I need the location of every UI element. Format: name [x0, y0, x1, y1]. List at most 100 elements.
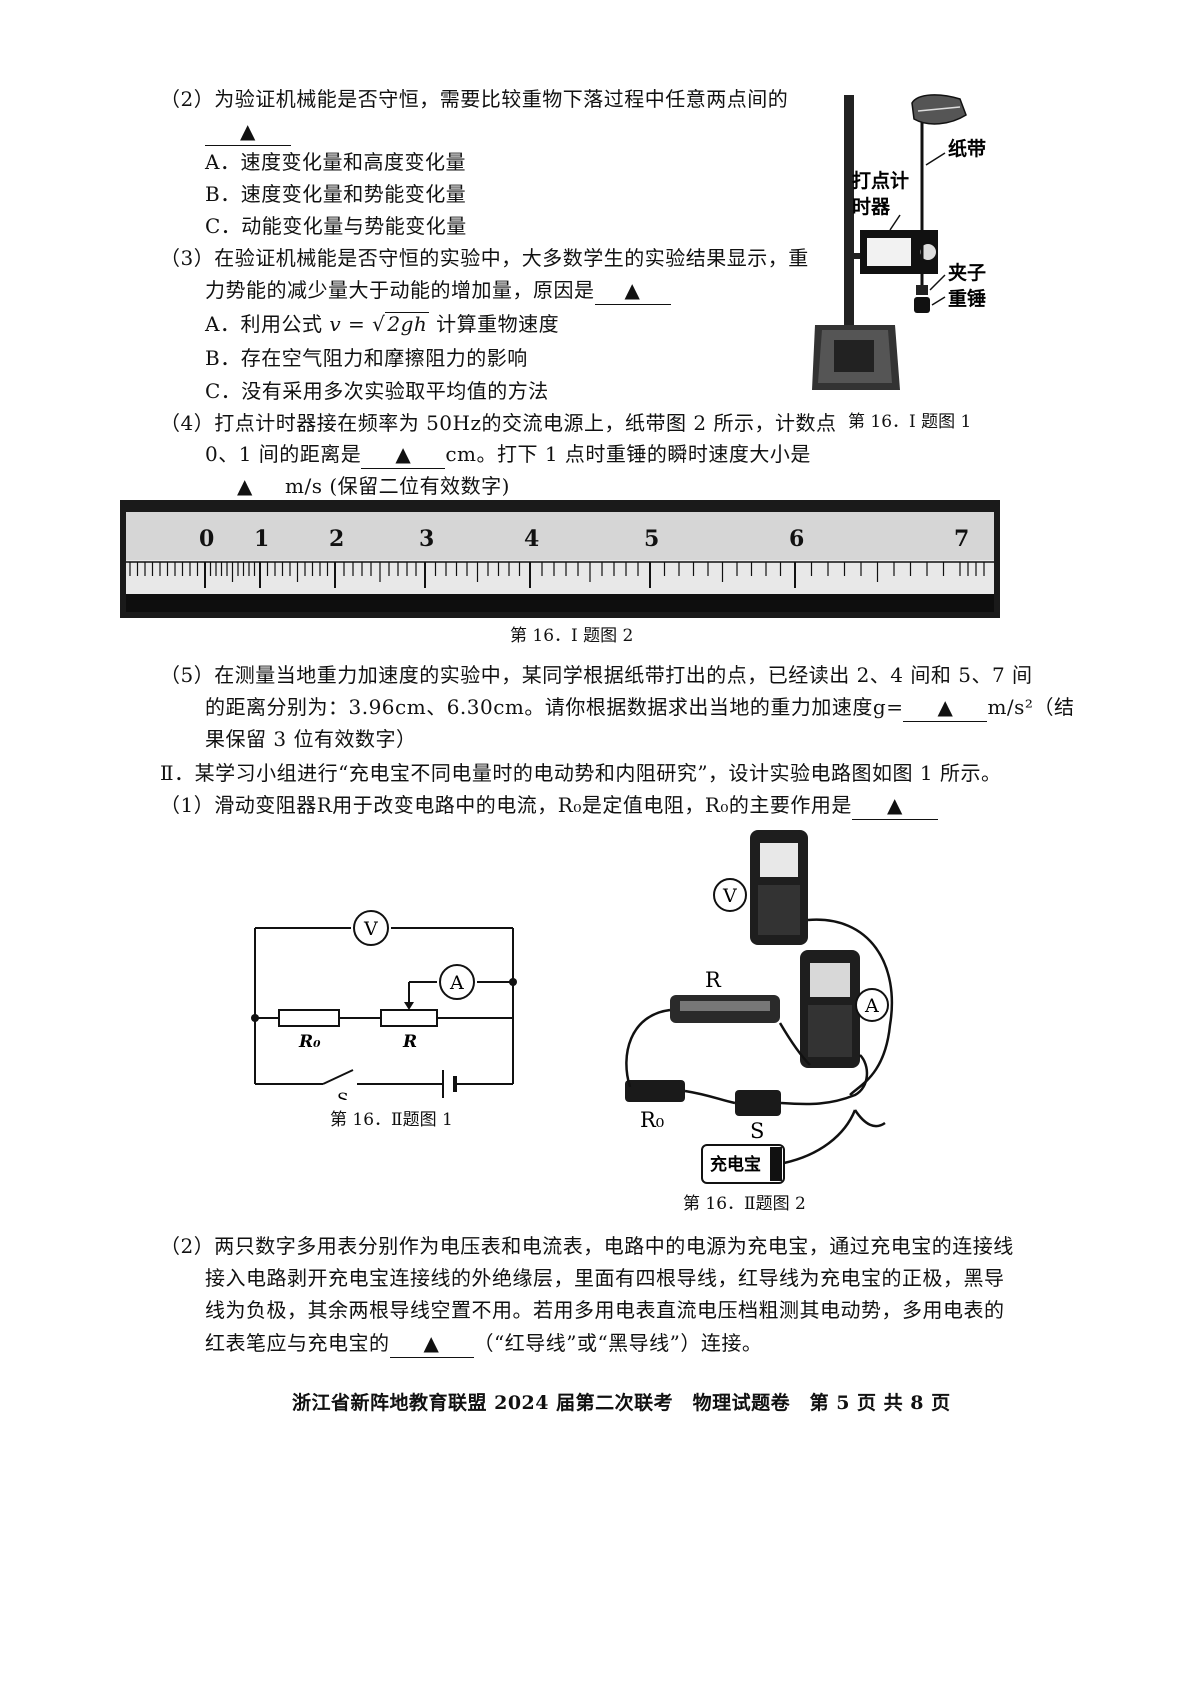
q4-text-suffix: m/s (保留二位有效数字) [285, 474, 510, 498]
rheostat-coil [680, 1001, 770, 1011]
voltmeter-badge [713, 878, 747, 912]
pointer-timer [889, 214, 901, 231]
voltmeter-circle [353, 910, 389, 946]
q4-text-mid: cm。打下 1 点时重锤的瞬时速度大小是 [445, 442, 811, 466]
q5-stem-line2: 的距离分别为：3.96cm、6.30cm。请你根据数据求出当地的重力加速度g=▲… [205, 693, 1074, 722]
q3-stem-text: 力势能的减少量大于动能的增加量，原因是 [205, 278, 595, 302]
answer-blank[interactable]: ▲ [361, 440, 446, 469]
answer-blank[interactable]: ▲ [205, 472, 285, 501]
answer-blank[interactable]: ▲ [851, 791, 938, 820]
q2-option-b: B．速度变化量和势能变化量 [205, 182, 467, 206]
label-clip: 夹子 [948, 262, 986, 284]
ruler-ticks [126, 561, 994, 588]
powerbank-device [701, 1144, 785, 1184]
label-timer-1: 打点计 [852, 169, 909, 192]
q4-stem-line1: （4）打点计时器接在频率为 50Hz的交流电源上，纸带图 2 所示，计数点 [160, 411, 837, 435]
apparatus-figure: 纸带 打点计 时器 夹子 重锤 [812, 94, 986, 390]
fig2-caption: 第 16．I 题图 2 [510, 626, 634, 646]
ruler-bottom-shadow [126, 594, 994, 612]
ammeter-keypad [808, 1005, 852, 1057]
q2b-line1: （2）两只数字多用表分别作为电压表和电流表，电路中的电源为充电宝，通过充电宝的连… [160, 1234, 1014, 1258]
voltmeter-badge-label: V [722, 885, 737, 907]
switch-label: S [337, 1090, 349, 1100]
formula-eq: = [341, 312, 373, 336]
q2-answer-blank[interactable]: ▲ [205, 117, 291, 146]
part2-q1: （1）滑动变阻器R用于改变电路中的电流，R₀是定值电阻，R₀的主要作用是▲ [160, 791, 938, 820]
ruler-number: 6 [789, 526, 804, 552]
rheostat-label: R [705, 968, 722, 992]
voltmeter-label: V [363, 918, 378, 940]
ruler-number: 5 [644, 526, 659, 552]
q5-text: 的距离分别为：3.96cm、6.30cm。请你根据数据求出当地的重力加速度g= [205, 695, 904, 719]
ammeter-circle [439, 964, 475, 1000]
fig1-caption: 第 16．I 题图 1 [848, 412, 972, 432]
rheostat-r [380, 1009, 438, 1027]
ruler-number: 4 [524, 526, 539, 552]
ammeter-label: A [449, 972, 464, 994]
q3-option-a-suffix: 计算重物速度 [436, 312, 560, 336]
ruler-number: 1 [254, 526, 269, 552]
r0-photo-label: R₀ [640, 1108, 664, 1132]
q3-stem-line2: 力势能的减少量大于动能的增加量，原因是▲ [205, 276, 671, 305]
junction-left [251, 1014, 259, 1022]
r0-device [625, 1080, 685, 1102]
answer-blank[interactable]: ▲ [903, 693, 988, 722]
stand-base-inner [834, 340, 874, 372]
part2-intro: Ⅱ．某学习小组进行“充电宝不同电量时的电动势和内阻研究”，设计实验电路图如图 1… [160, 761, 1002, 785]
r-label: R [402, 1032, 417, 1052]
q2-option-a: A．速度变化量和高度变化量 [205, 150, 466, 174]
wire-photo-5 [783, 1109, 857, 1165]
pointer-clip [929, 274, 946, 291]
wire-photo-6 [853, 1109, 886, 1128]
page-footer: 浙江省新阵地教育联盟 2024 届第二次联考 物理试题卷 第 5 页 共 8 页 [292, 1392, 951, 1414]
wire-photo-7 [778, 1022, 811, 1066]
clip [916, 285, 928, 295]
wire-photo-3 [684, 1089, 736, 1105]
answer-blank[interactable]: ▲ [389, 1329, 474, 1358]
q4-text: 0、1 间的距离是 [205, 442, 362, 466]
q2b-line3: 线为负极，其余两根导线空置不用。若用多用电表直流电压档粗测其电动势，多用电表的 [205, 1298, 1005, 1322]
wire-switch-blade [322, 1069, 354, 1085]
ammeter-badge [855, 988, 889, 1022]
switch-photo-label: S [750, 1119, 764, 1143]
answer-blank[interactable]: ▲ [205, 117, 291, 146]
pointer-weight [931, 296, 946, 306]
hand-finger [917, 106, 961, 112]
q3-stem-line1: （3）在验证机械能是否守恒的实验中，大多数学生的实验结果显示，重 [160, 246, 809, 270]
q2b-text-suffix: （“红导线”或“黑导线”）连接。 [473, 1331, 763, 1355]
q3-option-b: B．存在空气阻力和摩擦阻力的影响 [205, 346, 528, 370]
wire-photo-4 [780, 1054, 869, 1106]
photo2-caption: 第 16．Ⅱ题图 2 [683, 1194, 806, 1214]
formula-root: 2gh [385, 312, 430, 336]
q2b-line2: 接入电路剥开充电宝连接线的外绝缘层，里面有四根导线，红导线为充电宝的正极，黑导 [205, 1266, 1005, 1290]
q5-unit: m/s²（结 [987, 695, 1075, 719]
resistor-r0 [278, 1009, 340, 1027]
sqrt-icon: √ [372, 312, 386, 336]
label-weight: 重锤 [948, 287, 986, 310]
q5-stem-line1: （5）在测量当地重力加速度的实验中，某同学根据纸带打出的点，已经读出 2、4 间… [160, 663, 1033, 687]
ruler-number: 2 [329, 526, 344, 552]
q3-option-a: A．利用公式 v = √2gh 计算重物速度 [205, 310, 559, 338]
circuit-caption: 第 16．Ⅱ题图 1 [330, 1110, 453, 1130]
powerbank-label: 充电宝 [710, 1154, 761, 1175]
q4-stem-line3: ▲m/s (保留二位有效数字) [205, 472, 510, 501]
powerbank-end [770, 1147, 782, 1181]
voltmeter-keypad [758, 885, 800, 935]
rheostat-arrow-icon [404, 1002, 414, 1010]
answer-blank[interactable]: ▲ [594, 276, 671, 305]
label-timer-2: 时器 [852, 196, 891, 218]
weight [914, 297, 930, 313]
ammeter-badge-label: A [864, 995, 879, 1017]
ruler-number: 3 [419, 526, 434, 552]
q3-option-c: C．没有采用多次实验取平均值的方法 [205, 379, 549, 403]
junction-right [509, 978, 517, 986]
ammeter-screen [810, 963, 850, 997]
q3-option-a-prefix: A．利用公式 [205, 312, 323, 336]
circuit-diagram: V A R₀ R S [251, 910, 517, 1100]
r0-label: R₀ [298, 1032, 321, 1052]
pointer-tape [925, 152, 946, 166]
label-tape: 纸带 [948, 137, 986, 160]
q2-stem: （2）为验证机械能是否守恒，需要比较重物下落过程中任意两点间的 [160, 87, 789, 111]
